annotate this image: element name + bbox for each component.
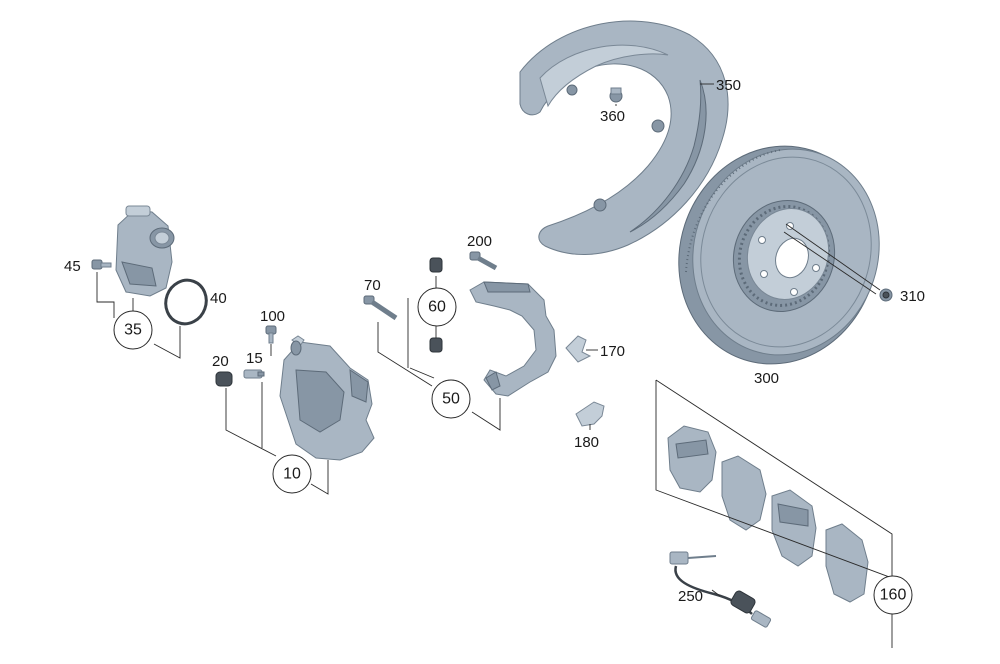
bleeder-valve-part — [243, 369, 265, 379]
label-20: 20 — [212, 353, 229, 370]
long-bolt-part — [363, 295, 398, 321]
spring-clip-part — [575, 401, 605, 427]
label-70: 70 — [364, 277, 381, 294]
label-45: 45 — [64, 258, 81, 275]
callout-35-label: 35 — [124, 322, 142, 339]
label-250: 250 — [678, 588, 703, 605]
actuator-motor-part — [115, 205, 175, 297]
brake-pads-part — [667, 425, 869, 603]
callout-10: 10 — [272, 454, 312, 494]
label-350: 350 — [716, 77, 741, 94]
shield-bolt-part — [609, 87, 623, 103]
disc-screw-part — [879, 288, 893, 302]
callout-50-label: 50 — [442, 391, 460, 408]
label-15: 15 — [246, 350, 263, 367]
motor-screw-part — [91, 259, 112, 270]
callout-10-label: 10 — [283, 466, 301, 483]
callout-35: 35 — [113, 310, 153, 350]
callout-50: 50 — [431, 379, 471, 419]
o-ring-part — [164, 278, 208, 326]
wear-sensor-part — [669, 551, 772, 628]
retaining-clip-part — [565, 335, 592, 363]
label-180: 180 — [574, 434, 599, 451]
label-170: 170 — [600, 343, 625, 360]
label-200: 200 — [467, 233, 492, 250]
carrier-bolt-part — [469, 251, 498, 271]
label-40: 40 — [210, 290, 227, 307]
label-310: 310 — [900, 288, 925, 305]
label-360: 360 — [600, 108, 625, 125]
dust-shield-part — [519, 20, 729, 255]
caliper-bolt-part — [265, 325, 277, 344]
leader-lines — [96, 83, 893, 648]
dust-cap-part — [215, 371, 233, 387]
callout-60-label: 60 — [428, 299, 446, 316]
label-100: 100 — [260, 308, 285, 325]
guide-sleeve-part — [429, 257, 443, 353]
brake-disc-part — [678, 145, 880, 365]
callout-160-label: 160 — [880, 587, 907, 604]
label-300: 300 — [754, 370, 779, 387]
callout-160: 160 — [873, 575, 913, 615]
caliper-part — [279, 335, 375, 461]
callout-60: 60 — [417, 287, 457, 327]
caliper-carrier-part — [469, 281, 557, 397]
